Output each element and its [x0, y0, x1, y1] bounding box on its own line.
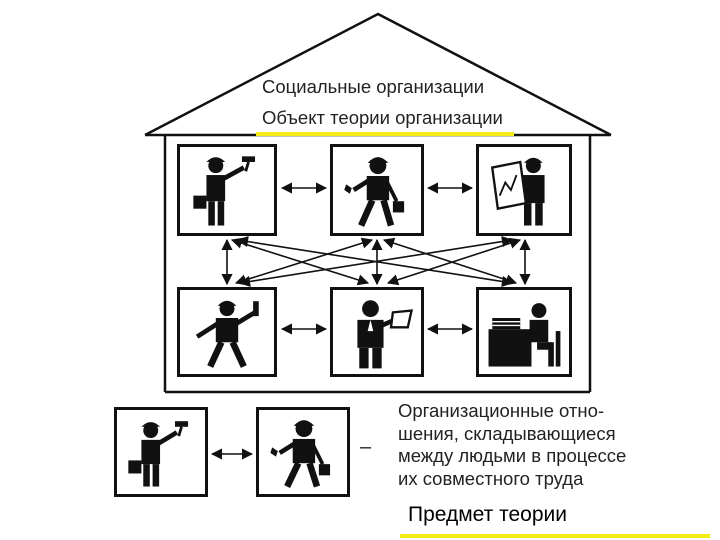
worker-painting-icon	[128, 421, 189, 487]
relation-arrow	[382, 237, 518, 286]
worker-with-tools-icon	[344, 157, 405, 227]
roof-subtitle: Объект теории организации	[262, 107, 503, 128]
figure-frame-manager	[330, 287, 424, 377]
worker-with-drawing-icon	[490, 157, 545, 226]
figure-frame-example-toolman	[256, 407, 350, 497]
subtitle-highlight	[256, 132, 514, 136]
definition-line: между людьми в процессе	[398, 445, 627, 466]
house-roof	[144, 12, 612, 137]
relation-arrow	[234, 237, 374, 286]
relation-arrow	[230, 237, 370, 286]
relation-arrow	[238, 236, 514, 287]
definition-line: Организационные отно-	[398, 400, 605, 421]
figure-frame-painter	[177, 144, 277, 236]
subject-label: Предмет теории	[408, 503, 567, 526]
definition-line: их совместного труда	[398, 467, 584, 489]
definition-line: шения, складывающиеся	[398, 422, 616, 444]
manager-with-clipboard-icon	[357, 300, 414, 369]
figure-frame-carrier	[177, 287, 277, 377]
figure-frame-example-painter	[114, 407, 208, 497]
definition-text: Организационные отно- шения, складывающи…	[398, 400, 708, 490]
relation-arrow	[386, 237, 522, 286]
clerk-at-desk-icon	[488, 303, 561, 367]
worker-carrying-tools-icon	[195, 300, 259, 368]
figure-frame-toolman	[330, 144, 424, 236]
definition-dash: –	[360, 436, 372, 458]
roof-title: Социальные организации	[262, 76, 485, 97]
subject-highlight	[400, 534, 710, 538]
figure-frame-draftsman	[476, 144, 572, 236]
worker-with-tools-icon	[270, 420, 331, 488]
worker-painting-icon	[193, 156, 256, 226]
figure-frame-clerk	[476, 287, 572, 377]
